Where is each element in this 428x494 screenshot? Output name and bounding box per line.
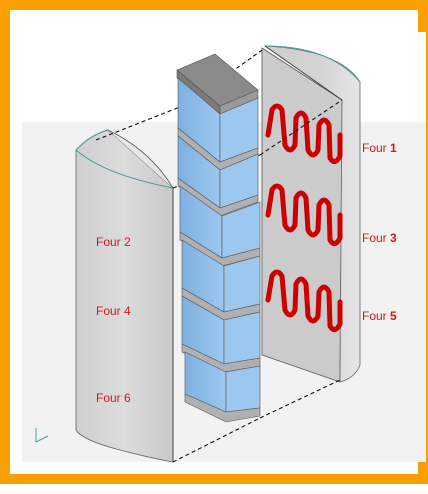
furnace-diagram: Four 1 Four 3 Four 5 Four 2 Four 4 Four … (22, 32, 426, 463)
axis-triad-icon (35, 428, 49, 443)
sample-stack (176, 53, 261, 423)
heating-coil-icon (265, 103, 343, 332)
furnace-label-four-3: Four 3 (362, 231, 397, 245)
furnace-label-four-2: Four 2 (96, 235, 131, 249)
furnace-label-four-5: Four 5 (362, 309, 397, 323)
orange-frame: Four 1 Four 3 Four 5 Four 2 Four 4 Four … (0, 0, 428, 484)
right-furnace-shell (261, 45, 361, 383)
furnace-label-four-6: Four 6 (96, 391, 131, 405)
furnace-label-four-1: Four 1 (362, 141, 397, 155)
left-furnace-shell (75, 129, 174, 463)
furnace-label-four-4: Four 4 (96, 304, 131, 318)
